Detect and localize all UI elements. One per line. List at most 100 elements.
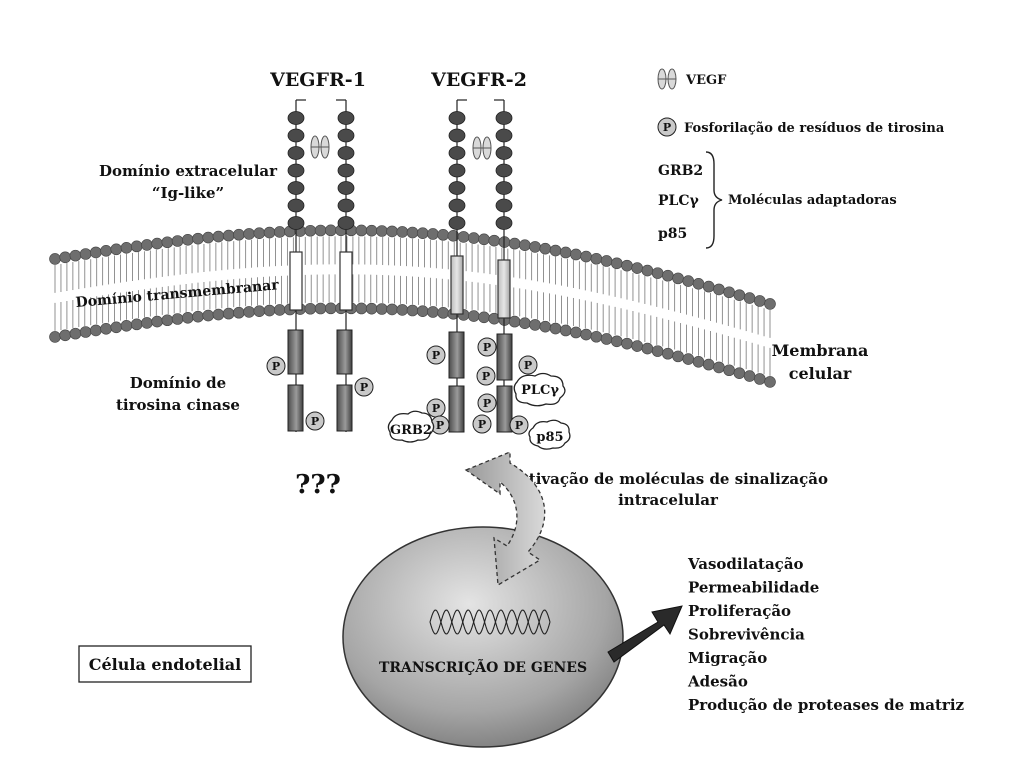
lipid-head (130, 318, 143, 331)
outcome-item: Migração (688, 649, 767, 667)
ig-like-domain (337, 163, 355, 178)
lipid-head (120, 320, 133, 332)
gene-transcription-label: TRANSCRIÇÃO DE GENES (379, 657, 587, 676)
lipid-head (672, 350, 684, 363)
lipid-head (263, 226, 276, 239)
lipid-head (233, 306, 245, 319)
lipid-head (743, 370, 756, 382)
lipid-head (243, 306, 255, 318)
lipid-head (508, 315, 521, 328)
lipid-head (263, 304, 276, 317)
lipid-head (100, 323, 112, 335)
svg-text:P: P (360, 381, 368, 394)
lipid-head (457, 231, 470, 243)
lipid-head (519, 317, 531, 330)
lipid-head (713, 283, 725, 296)
svg-text:P: P (432, 349, 440, 362)
ig-like-domain (448, 198, 466, 213)
membrane-sublabel: celular (789, 364, 852, 383)
outcome-item: Produção de proteases de matriz (688, 696, 965, 714)
ig-like-domain (337, 216, 355, 230)
vegfr1-kinase-left-lower (287, 384, 304, 432)
lipid-head (621, 337, 633, 350)
vegfr1-tm-left (289, 251, 303, 311)
lipid-head (662, 347, 674, 360)
lipid-head (416, 227, 429, 239)
ig-like-domain (448, 111, 466, 125)
unknown-signal-label: ??? (295, 470, 341, 500)
cell-label: Célula endotelial (89, 655, 241, 674)
membrane-label: Membrana (772, 341, 869, 360)
lipid-head (273, 304, 286, 316)
grb2-tag: GRB2 (390, 423, 432, 438)
signal-arrow (464, 451, 546, 587)
lipid-head (427, 306, 439, 318)
lipid-head (692, 278, 705, 290)
lipid-head (376, 225, 388, 237)
lipid-head (90, 324, 102, 337)
lipid-head (600, 255, 613, 267)
lipid-head (692, 356, 705, 368)
lipid-head (488, 234, 501, 247)
lipid-head (621, 259, 633, 272)
svg-text:P: P (436, 419, 444, 432)
lipid-head (702, 280, 715, 293)
phospho-icon: P (476, 366, 496, 386)
lipid-head (376, 303, 388, 315)
ig-like-domain (337, 146, 355, 160)
svg-text:P: P (483, 341, 491, 354)
vegfr2-kinase-right-lower (496, 385, 513, 433)
adaptor-grb2-legend: GRB2 (658, 163, 703, 179)
lipid-head (304, 224, 317, 237)
lipid-head (130, 240, 143, 253)
svg-text:P: P (478, 418, 486, 431)
lipid-head (192, 310, 204, 323)
svg-text:P: P (515, 419, 523, 432)
vegfr2-tm-right (497, 259, 511, 319)
ig-like-domain (495, 128, 513, 143)
ig-like-domain (287, 198, 305, 213)
lipid-head (651, 267, 664, 279)
adaptor-brace (705, 151, 723, 249)
ig-like-domain (448, 216, 466, 230)
vegfr1-kinase-right-lower (336, 384, 353, 432)
vegf-legend-label: VEGF (685, 73, 727, 88)
lipid-head (324, 302, 337, 315)
lipid-head (355, 224, 368, 237)
lipid-head (59, 329, 72, 342)
phospho-icon: P (518, 355, 538, 375)
lipid-head (120, 242, 133, 254)
svg-text:P: P (272, 360, 280, 373)
ig-like-domain (287, 181, 305, 195)
lipid-head (304, 302, 317, 315)
lipid-head (437, 229, 449, 241)
p85-adaptor: p85 (528, 419, 571, 450)
lipid-head (682, 275, 695, 287)
lipid-head (79, 326, 92, 338)
lipid-head (549, 322, 562, 335)
phospho-icon: P (477, 337, 497, 357)
lipid-head (580, 328, 592, 341)
lipid-head (355, 302, 368, 315)
ig-like-domain (287, 216, 305, 230)
lipid-head (743, 292, 756, 304)
vegfr2-tm-left (450, 255, 464, 315)
lipid-head (233, 228, 245, 241)
vegfr1-tm-right (339, 251, 353, 311)
lipid-head (437, 307, 449, 319)
phospho-legend-label: Fosforilação de resíduos de tirosina (684, 121, 945, 136)
lipid-head (314, 224, 327, 237)
lipid-head (723, 286, 735, 299)
svg-text:P: P (524, 359, 532, 372)
adaptor-plc-legend: PLCγ (658, 193, 700, 209)
lipid-head (478, 311, 490, 324)
lipid-head (49, 253, 61, 265)
adaptors-legend-label: Moléculas adaptadoras (728, 193, 897, 208)
ig-like-domain (448, 181, 466, 195)
lipid-head (529, 319, 541, 331)
ig-like-domain (495, 198, 513, 213)
ig-like-domain (287, 146, 305, 160)
kinase-domain-sublabel: tirosina cinase (116, 396, 240, 414)
ig-like-domain (287, 163, 305, 178)
